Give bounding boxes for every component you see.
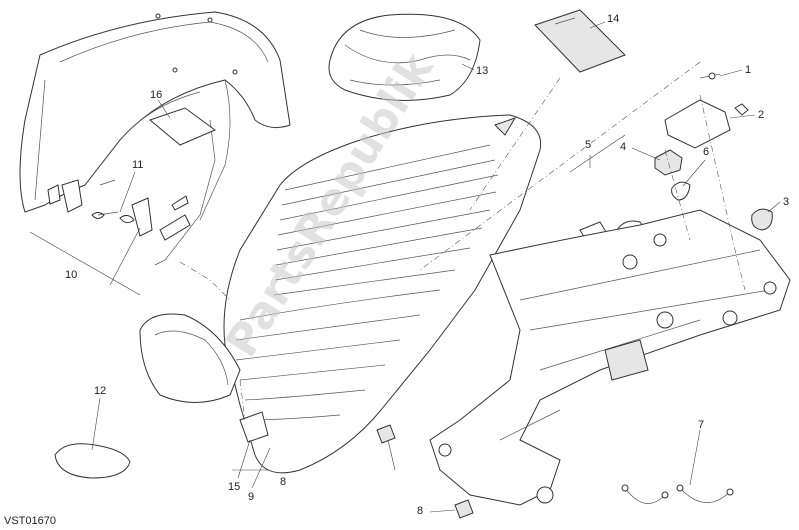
rubber-pad: [148, 107, 217, 146]
callout-9: 9: [248, 491, 254, 503]
rubber-pad-lower: [454, 499, 474, 519]
callout-16: 16: [150, 89, 162, 101]
callout-6: 6: [703, 146, 709, 158]
rear-seat-cowl: [19, 11, 291, 266]
callout-11: 11: [132, 159, 143, 171]
seat-pad: [54, 443, 131, 479]
callout-7: 7: [698, 419, 704, 431]
callout-leaders: [91, 21, 781, 513]
cowl-hardware: [47, 179, 191, 241]
callout-8-lower: 8: [417, 505, 423, 517]
callout-1: 1: [745, 64, 751, 76]
callout-15: 15: [228, 481, 240, 493]
rubber-pad-upper: [376, 424, 396, 444]
callout-13: 13: [476, 65, 488, 77]
callout-10: 10: [65, 269, 77, 281]
callout-8-upper: 8: [280, 476, 286, 488]
callout-3: 3: [783, 196, 789, 208]
owner-booklet: [534, 9, 626, 73]
rubber-grommet: [751, 208, 773, 231]
diagram-code: VST01670: [4, 515, 56, 527]
rear-subframe: [429, 209, 791, 506]
callout-labels: 1 2 3 4 5 6 7 8 8 9 10 11 12 13 14 15 16: [65, 13, 789, 517]
seat-hook-bracket: [664, 72, 749, 149]
seat-clip: [239, 411, 269, 443]
callout-12: 12: [94, 385, 106, 397]
callout-14: 14: [607, 13, 619, 25]
callout-5: 5: [585, 139, 591, 151]
main-seat: [223, 114, 542, 474]
seat-front-pad: [139, 313, 241, 403]
callout-2: 2: [758, 109, 764, 121]
seat-release-cables: [621, 484, 734, 504]
callout-4: 4: [620, 141, 626, 153]
seat-cover: [328, 13, 481, 101]
